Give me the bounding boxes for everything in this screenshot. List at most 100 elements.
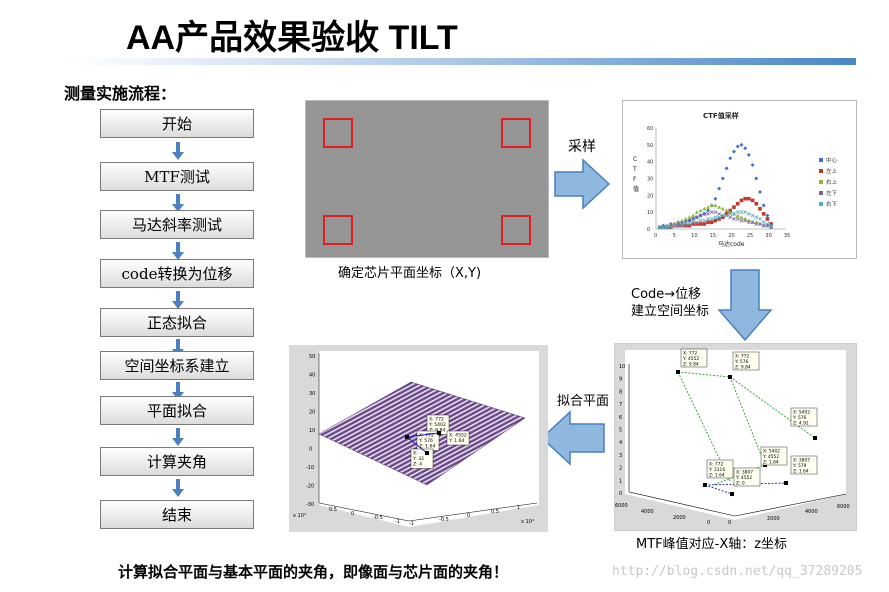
data-point [694,210,699,214]
data-point [769,223,774,228]
z-tick-label: 10 [619,364,625,370]
data-point [720,206,725,211]
data-point [683,222,688,226]
z-tick-label: 50 [309,354,315,360]
data-point [758,189,762,194]
test-pattern-image [306,101,548,257]
data-point [720,176,725,181]
z-tick-label: -10 [306,465,314,471]
y-axis-title-char: F [633,176,637,183]
data-point [758,222,762,226]
right-axis-tick: 2000 [767,516,780,522]
data-point [754,201,759,206]
data-point [724,212,729,216]
data-point [761,220,766,225]
data-point [706,220,710,225]
datatip-text: X: 772 [735,354,749,360]
data-point [709,210,714,215]
data-point [680,218,684,223]
data-point [743,196,747,201]
datatip-text: X: 772 [683,351,697,357]
data-point [743,216,748,221]
code-shift-label-2: 建立空间坐标 [631,304,710,319]
roi-bottom-right [501,215,531,245]
z-tick-label: 6 [619,415,622,421]
data-point [761,203,766,208]
data-point [746,211,751,216]
data-point [747,196,751,201]
flow-step-start: 开始 [100,109,254,138]
data-point [758,217,762,221]
data-point [724,213,729,218]
datatip-text: Z: 0 [736,481,745,487]
datatip-text: X: 4552 [449,433,467,439]
y-tick-label: 0.5 [491,509,499,515]
x-tick-label: 35 [784,233,790,239]
y-tick-label: -1 [409,521,414,527]
datatip-box [733,467,761,487]
data-point [709,220,714,225]
datatip-text: Y: 5402 [428,422,446,428]
data-point [709,217,714,221]
z-tick-label: 3 [619,453,622,459]
flow-step-code-to-displacement: code转换为位移 [100,259,254,288]
datatip-box [706,459,734,479]
data-point [698,213,703,218]
data-point [687,215,692,219]
datatip-text: Z: 1.64 [419,444,435,450]
data-point [735,217,740,221]
x-tick-label: 0.5 [329,507,337,513]
flow-arrow-icon [172,479,184,497]
data-point [698,208,703,213]
legend-marker [819,191,823,195]
data-point [746,152,751,157]
data-point [732,211,736,216]
y-tick-label: 30 [647,177,653,183]
datatip-box [732,351,760,371]
y-tick-label: 1 [517,505,520,511]
data-point [732,217,736,221]
datatip-box [680,348,708,368]
right-arrow-icon [554,158,611,210]
data-point [735,210,740,215]
down-arrow-icon [717,269,773,342]
flow-step-mtf-test: MTF测试 [100,162,254,191]
legend-label: 左下 [826,189,838,197]
data-point [672,223,677,228]
left-arrow-icon [540,410,605,466]
roi-bottom-left [323,215,353,245]
z-tick-label: 5 [619,428,622,434]
plane-fit-label: 拟合平面 [557,394,610,409]
datatip-text: Y: 4552 [735,475,752,481]
datatip-text: Y: 576 [734,359,749,365]
y-tick-label: 50 [647,143,653,149]
data-point [743,218,748,223]
flow-arrow-icon [172,242,184,260]
chart-test-pattern [305,100,549,258]
flow-step-end: 结束 [100,500,254,529]
title-underline-bar [66,58,856,65]
z-tick-label: 10 [309,428,315,434]
data-point [691,220,696,225]
x-tick-label: -0.5 [373,515,383,521]
x-tick-label: 0 [351,511,354,517]
x-axis-title: 马达code [718,240,745,248]
data-point [698,222,703,226]
data-point [717,217,721,221]
chart-title: CTF值采样 [703,111,739,120]
data-point [680,223,684,228]
y-axis-title-char: C [633,156,637,163]
x-tick-label: 20 [728,233,734,239]
z-tick-label: 9 [619,377,622,383]
conclusion-text: 计算拟合平面与基本平面的夹角，即像面与芯片面的夹角！ [118,563,509,581]
x-axis-exponent: x 10⁴ [293,513,306,519]
datatip-text: Y: 4552 [762,454,779,460]
datatip-text: Z: 9.84 [683,362,699,368]
legend-marker [819,202,823,206]
data-point [706,217,710,221]
data-point [691,213,696,218]
data-point [706,211,710,216]
roi-top-left [323,118,353,148]
